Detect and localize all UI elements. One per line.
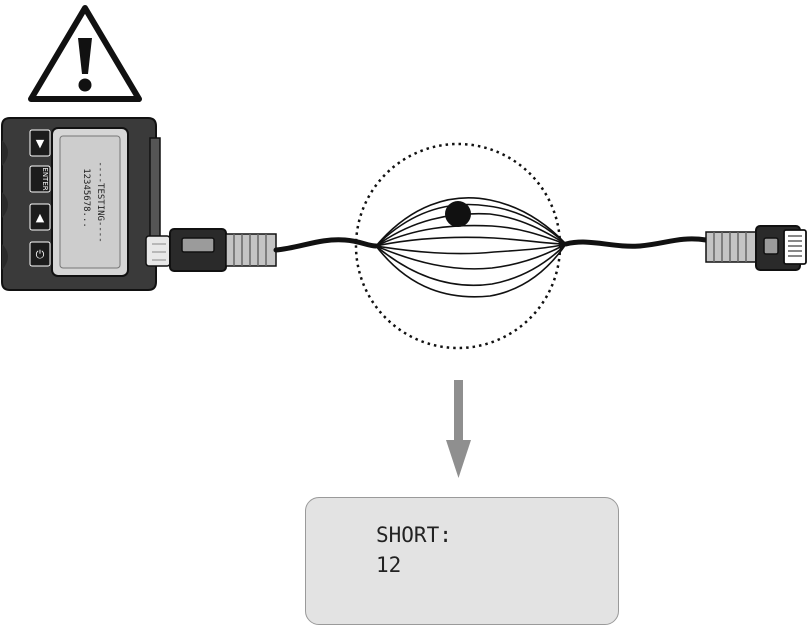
svg-text:ENTER: ENTER: [41, 167, 49, 190]
left-cable-connector: [169, 228, 277, 272]
tester-screen-line1: ----TESTING----: [95, 161, 105, 242]
magnified-short-detail: [354, 142, 567, 350]
result-status-label: SHORT:: [376, 523, 452, 547]
svg-text:▼: ▼: [36, 137, 45, 150]
warning-triangle-icon: [28, 5, 142, 102]
tester-down-button[interactable]: ▲: [29, 203, 51, 231]
svg-text:▲: ▲: [36, 211, 45, 224]
right-cable-connector: [705, 225, 807, 271]
arrow-down-icon: [446, 380, 471, 478]
cable-tester-device: ----TESTING---- 12345678... ▼ ENTER ▲ ⏻: [1, 117, 171, 291]
tester-power-button[interactable]: ⏻: [29, 241, 51, 267]
tester-screen-line2: 12345678...: [81, 168, 91, 228]
svg-text:⏻: ⏻: [36, 248, 45, 261]
result-display-panel: SHORT: 12: [305, 497, 619, 625]
short-point-marker: [445, 201, 471, 227]
result-pin-numbers: 12: [376, 553, 402, 577]
tester-enter-button[interactable]: ENTER: [29, 165, 51, 193]
tester-up-button[interactable]: ▼: [29, 129, 51, 157]
